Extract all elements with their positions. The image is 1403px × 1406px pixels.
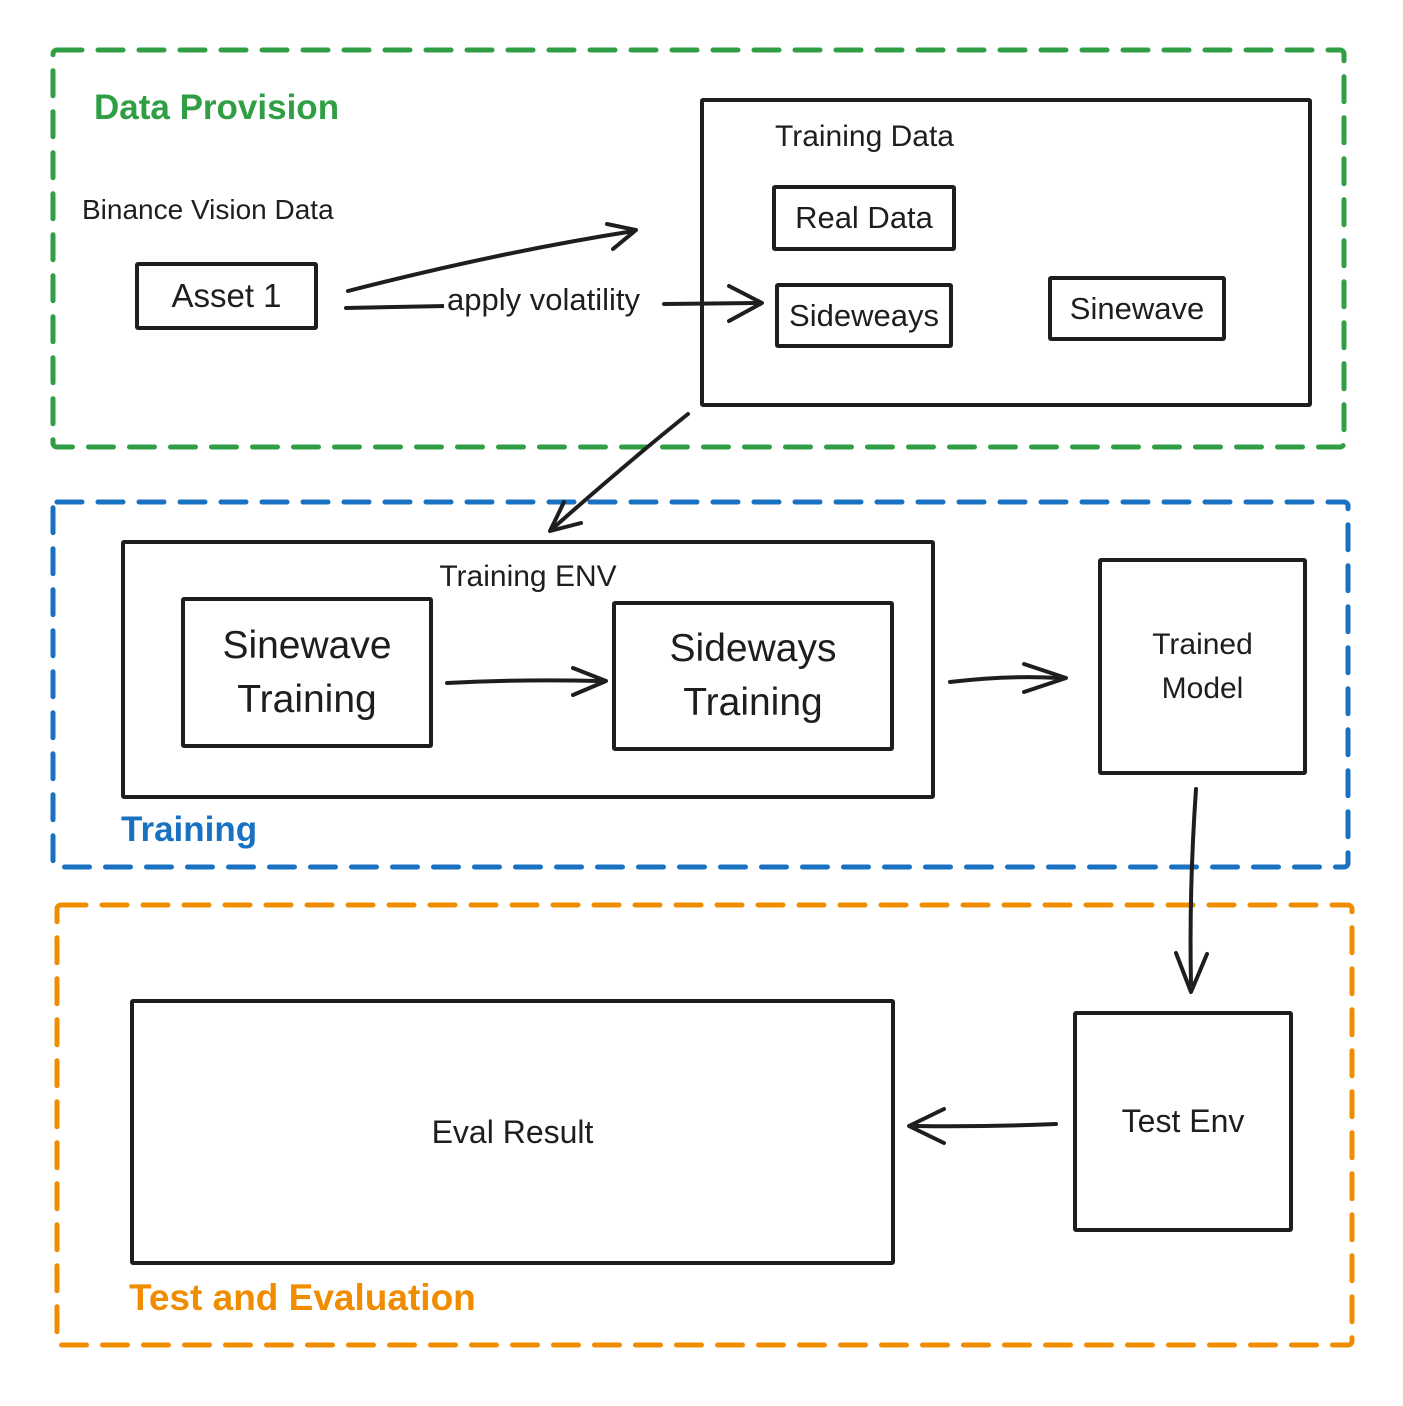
sinewave-node: Sinewave: [1048, 276, 1226, 341]
arrow-trained-model-to-test-env: [1174, 787, 1209, 994]
trained-model-node: Trained Model: [1098, 558, 1307, 775]
training-data-label: Training Data: [775, 120, 954, 153]
section-label-training: Training: [121, 810, 258, 849]
eval-result-node: Eval Result: [130, 999, 895, 1265]
arrow-training-env-to-trained-model: [948, 662, 1068, 694]
training-env-container: [121, 540, 935, 799]
test-env-node: Test Env: [1073, 1011, 1293, 1232]
real-data-node: Real Data: [772, 185, 956, 251]
sinewave-training-node: Sinewave Training: [181, 597, 433, 748]
arrow-training-data-to-training-env: [548, 412, 690, 533]
training-data-container: [700, 98, 1312, 407]
section-label-data-provision: Data Provision: [94, 88, 340, 127]
binance-vision-data-label: Binance Vision Data: [82, 194, 334, 225]
asset-1-node: Asset 1: [135, 262, 318, 330]
training-env-label: Training ENV: [439, 560, 617, 593]
sideways-training-node: Sideways Training: [612, 601, 894, 751]
apply-volatility-edge-label: apply volatility: [444, 282, 643, 318]
section-label-test-and-evaluation: Test and Evaluation: [129, 1277, 476, 1318]
arrow-test-env-to-eval-result: [907, 1107, 1058, 1145]
sideweays-node: Sideweays: [775, 283, 953, 348]
arrow-asset1-to-training-data: [346, 222, 638, 293]
